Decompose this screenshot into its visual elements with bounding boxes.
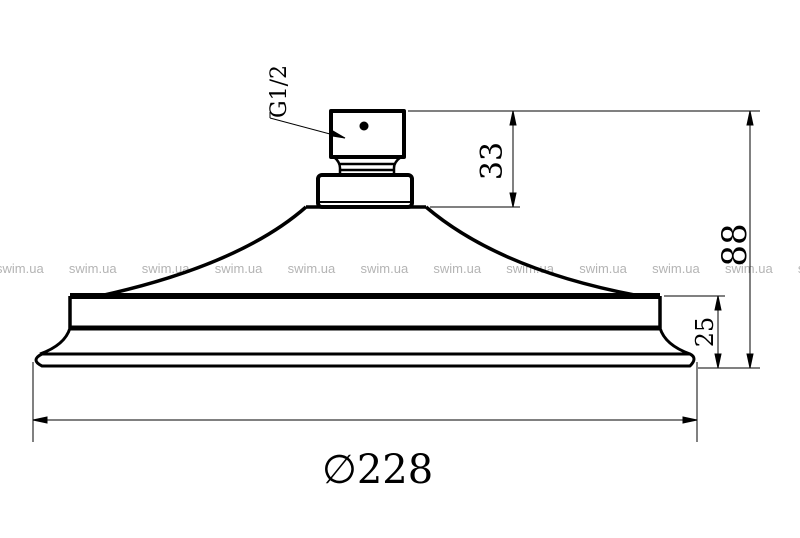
watermark-text: swim.ua <box>288 261 336 276</box>
thread-label: G1/2 <box>267 65 292 118</box>
shower-head-outline <box>34 109 696 368</box>
connector-neck <box>333 155 402 175</box>
cone <box>99 205 641 298</box>
dim-total-height: 88 <box>715 223 755 266</box>
watermark-row: swim.ua swim.ua swim.ua swim.ua swim.ua swim.… <box>0 261 800 276</box>
watermark-text: swim.ua <box>579 261 627 276</box>
dimension-lines <box>32 110 760 442</box>
connector-hole <box>359 121 369 131</box>
watermark-text: swim.ua <box>361 261 409 276</box>
watermark-text: swim.ua <box>798 261 800 276</box>
dim-connector-height: 33 <box>475 142 510 180</box>
watermark-text: swim.ua <box>433 261 481 276</box>
watermark-text: swim.ua <box>652 261 700 276</box>
watermark-text: swim.ua <box>69 261 117 276</box>
base-rim <box>34 352 696 368</box>
base-flare <box>39 327 691 356</box>
watermark-text: swim.ua <box>725 261 773 276</box>
connector-body <box>329 109 406 159</box>
dim-diameter: ∅228 <box>322 447 433 493</box>
watermark-text: swim.ua <box>142 261 190 276</box>
watermark-text: swim.ua <box>215 261 263 276</box>
watermark-text: swim.ua <box>0 261 44 276</box>
base-sides <box>68 296 662 328</box>
dim-base-height: 25 <box>691 317 719 348</box>
